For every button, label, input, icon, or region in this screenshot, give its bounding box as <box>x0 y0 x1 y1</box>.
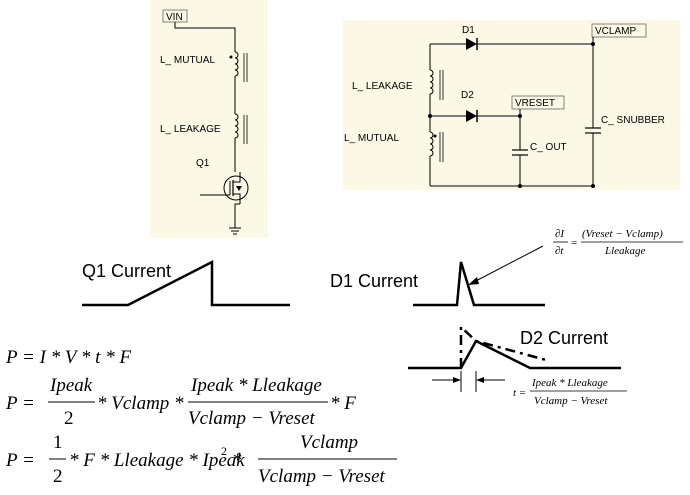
r-l-leakage-label: L_ LEAKAGE <box>352 81 413 92</box>
q1-current-trace <box>82 259 290 307</box>
t-formula-denominator: Vclamp − Vreset <box>534 395 608 407</box>
d2-label: D2 <box>461 90 474 101</box>
power-formula-2-ipeak: Ipeak <box>49 375 93 396</box>
power-formula-2-numerator: Ipeak * Lleakage <box>190 375 322 396</box>
d1-current-trace <box>413 261 545 307</box>
l-mutual-label: L_ MUTUAL <box>160 55 215 66</box>
q1-body-diode <box>236 186 242 191</box>
t-arrow-right-head <box>476 377 484 383</box>
q1-mosfet-body <box>223 175 249 201</box>
r-l-leakage-inductor <box>429 69 434 95</box>
c-snubber-label: C_ SNUBBER <box>601 115 665 126</box>
power-formula-1: P = I * V * t * F <box>5 347 131 368</box>
slope-formula-equals: = <box>571 237 577 249</box>
slope-formula-dt: ∂t <box>555 245 564 257</box>
d1-current-waveform: D1 Current <box>330 245 545 307</box>
c-snubber-junction <box>591 42 595 46</box>
t-formula: t = Ipeak * Lleakage Vclamp − Vreset <box>513 377 627 407</box>
d2-diode-triangle <box>466 110 477 122</box>
power-formula-3-one: 1 <box>53 432 63 453</box>
slope-formula-numerator: (Vreset − Vclamp) <box>582 228 663 240</box>
c-snubber-ground-junction <box>591 184 595 188</box>
l-leakage-inductor <box>234 113 239 139</box>
right-schematic-background <box>343 20 680 190</box>
power-formula-2-p: P = <box>5 393 35 414</box>
q1-leads <box>233 172 241 204</box>
r-l-mutual-label: L_ MUTUAL <box>344 133 399 144</box>
slope-arrow-head <box>468 277 479 285</box>
source-wire <box>234 203 240 228</box>
power-formula-2-vclamp: * Vclamp * <box>97 393 184 414</box>
d1-label: D1 <box>462 25 475 36</box>
power-formula-2-tail: * F <box>330 393 356 414</box>
d2-current-title: D2 Current <box>520 328 608 348</box>
power-formula-2-two: 2 <box>64 408 74 429</box>
t-arrow-left-head <box>453 377 461 383</box>
vreset-label: VRESET <box>515 98 555 109</box>
vin-label: VIN <box>166 12 183 23</box>
d2-current-dashed-trace <box>459 324 547 368</box>
r-l-mutual-dot <box>433 134 437 138</box>
l-leakage-label: L_ LEAKAGE <box>160 124 221 135</box>
left-schematic: VIN L_ MUTUAL L_ LEAKAGE Q1 <box>150 0 268 238</box>
power-formula-3-denominator: Vclamp − Vreset <box>258 466 386 487</box>
power-formula-1-text: P = I * V * t * F <box>5 347 131 368</box>
slope-formula-dI: ∂I <box>555 228 565 240</box>
power-formula-2-denominator: Vclamp − Vreset <box>188 408 316 429</box>
q1-label: Q1 <box>196 158 210 169</box>
slope-formula-denominator: Lleakage <box>604 245 645 257</box>
right-schematic: D1 VCLAMP L_ LEAKAGE D2 VRESET C_ OUT L_… <box>343 20 680 190</box>
vclamp-label: VCLAMP <box>595 26 636 37</box>
d2-current-waveform: D2 Current <box>408 324 621 392</box>
q1-current-title: Q1 Current <box>82 261 171 281</box>
power-formula-3-p: P = <box>5 450 35 471</box>
power-formula-3-numerator: Vclamp <box>300 432 358 453</box>
left-schematic-background <box>150 0 268 238</box>
power-formula-3-two: 2 <box>53 466 63 487</box>
l-mutual-dot <box>229 55 233 59</box>
c-out-label: C_ OUT <box>530 142 567 153</box>
vin-wire <box>174 22 236 52</box>
slope-formula: ∂I ∂t = (Vreset − Vclamp) Lleakage <box>553 228 683 257</box>
slope-arrow-line <box>471 245 544 284</box>
vreset-label-box <box>511 95 565 110</box>
power-formula-3: P = 1 2 * F * Lleakage * Ipeak 2 * Vclam… <box>5 432 397 487</box>
t-formula-lhs: t = <box>513 387 526 399</box>
power-formula-3-exponent: 2 <box>221 444 227 458</box>
power-formula-2: P = Ipeak 2 * Vclamp * Ipeak * Lleakage … <box>5 375 356 429</box>
power-formula-3-middle: * F * Lleakage * Ipeak <box>69 450 245 471</box>
d1-diode-triangle <box>466 38 477 50</box>
l-mutual-inductor <box>234 51 239 77</box>
q1-current-waveform: Q1 Current <box>82 259 290 307</box>
r-l-mutual-inductor <box>429 131 434 157</box>
d1-current-title: D1 Current <box>330 271 418 291</box>
vclamp-label-box <box>591 23 647 38</box>
power-formula-3-times: * <box>232 450 242 471</box>
t-formula-numerator: Ipeak * Lleakage <box>531 377 608 389</box>
